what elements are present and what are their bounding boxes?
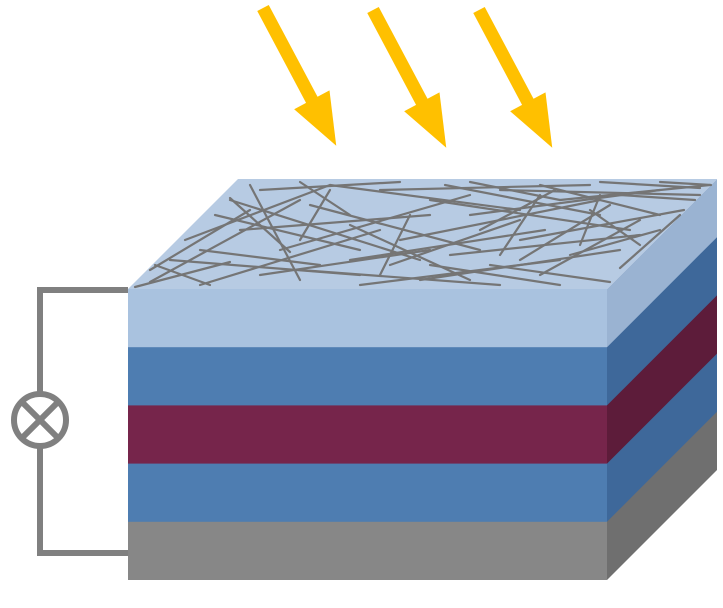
- layer-side-layer-2: [607, 237, 717, 407]
- nanowire: [578, 193, 602, 247]
- layer-front-layer-5: [128, 521, 607, 580]
- nanowire: [518, 203, 612, 262]
- layer-side-layer-1: [607, 179, 717, 348]
- external-circuit: [11, 287, 128, 556]
- layer-side-layer-4: [607, 353, 717, 523]
- nanowire: [418, 248, 622, 282]
- nanowire: [488, 263, 612, 284]
- nanowire: [198, 228, 382, 287]
- nanowire: [618, 213, 682, 270]
- nanowire: [248, 183, 302, 282]
- nanowire: [298, 268, 502, 287]
- nanowire: [153, 263, 212, 287]
- layer-front-layer-1: [128, 289, 607, 348]
- nanowire: [228, 198, 422, 262]
- nanowire: [443, 183, 602, 217]
- layer-stack-side: [607, 179, 717, 580]
- nanowire: [258, 248, 432, 277]
- layer-front-layer-2: [128, 347, 607, 407]
- incident-light-arrows: [245, 0, 570, 157]
- nanowire: [198, 248, 322, 267]
- layer-front-layer-3: [128, 405, 607, 465]
- nanowire: [568, 228, 662, 257]
- nanowire: [298, 180, 352, 217]
- nanowire: [183, 183, 332, 242]
- nanowire: [538, 183, 662, 217]
- lamp-cross-line: [19, 399, 61, 441]
- layer-front-layer-4: [128, 463, 607, 523]
- nanowire: [148, 208, 252, 272]
- layer-side-layer-5: [607, 411, 717, 580]
- circuit-wire: [37, 287, 128, 556]
- nanowire: [388, 218, 522, 267]
- nanowire: [228, 196, 292, 254]
- nanowire: [598, 180, 702, 190]
- nanowire: [258, 180, 402, 192]
- nanowire: [378, 213, 412, 277]
- nanowire: [378, 183, 592, 192]
- layer-stack-front: [128, 289, 607, 580]
- nanowire: [498, 188, 702, 197]
- nanowire: [328, 183, 522, 212]
- nanowire: [428, 263, 562, 287]
- nanowire: [213, 213, 362, 252]
- nanowire: [658, 180, 713, 187]
- nanowire: [498, 193, 542, 257]
- light-arrow-icon: [245, 0, 354, 155]
- nanowire: [538, 218, 642, 277]
- nanowire: [348, 223, 472, 282]
- nanowire: [238, 213, 432, 232]
- lamp-load-icon: [11, 391, 69, 449]
- nanowire-mesh: [133, 180, 713, 289]
- layer-side-layer-3: [607, 295, 717, 465]
- light-arrow-icon: [461, 1, 570, 158]
- nanowire: [588, 208, 642, 247]
- nanowire: [618, 193, 697, 202]
- nanowire: [468, 180, 562, 202]
- light-arrow-icon: [355, 1, 464, 158]
